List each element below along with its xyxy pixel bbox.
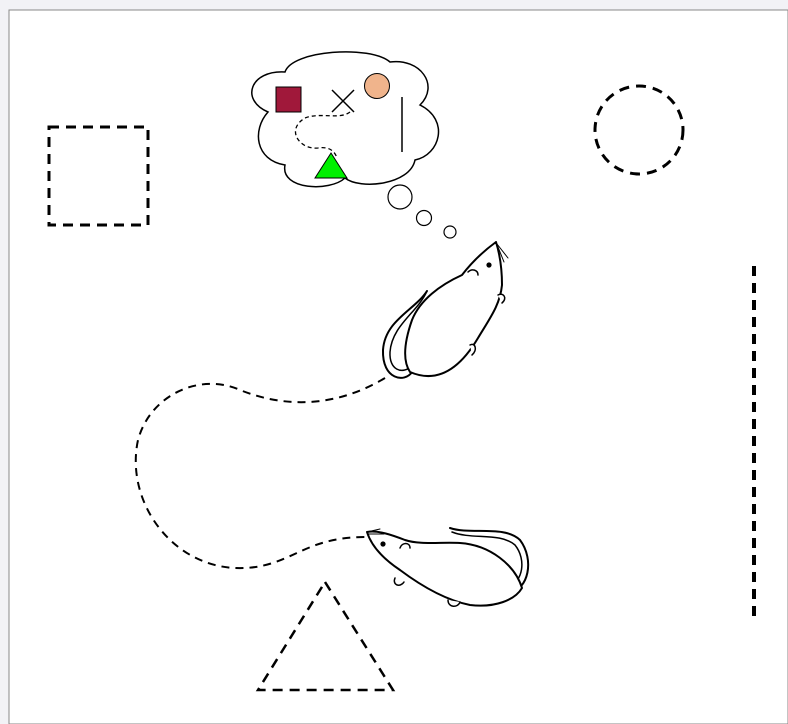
memory-circle (365, 74, 390, 99)
thought-trail-small (444, 226, 456, 238)
thought-trail-large (388, 185, 412, 209)
memory-square (276, 87, 301, 112)
thought-trail-medium (417, 211, 432, 226)
